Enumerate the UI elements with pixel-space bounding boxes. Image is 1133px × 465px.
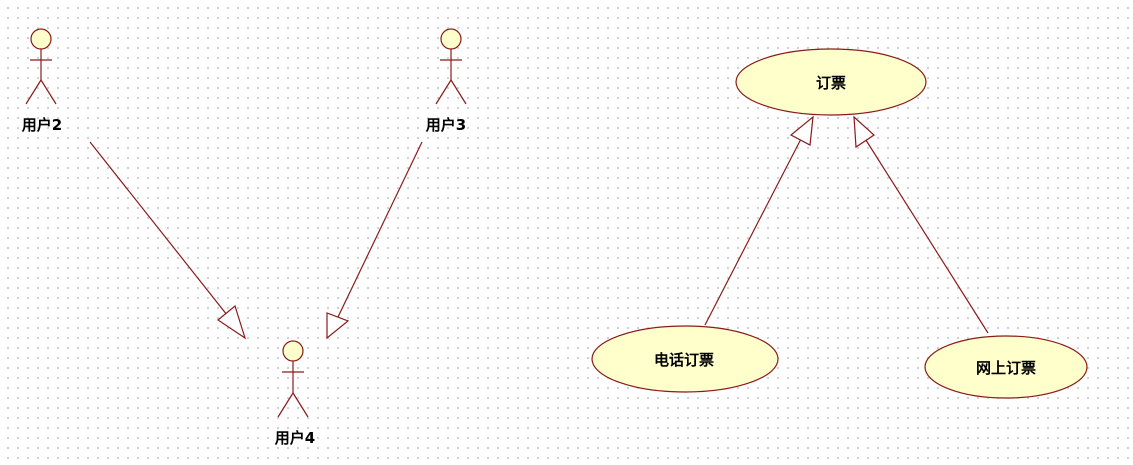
actor-stick-figure-icon (435, 28, 467, 105)
actor-stick-figure-icon (25, 28, 57, 105)
generalization-line (337, 141, 423, 318)
use-case-online-booking[interactable]: 网上订票 (924, 335, 1088, 399)
generalization-line (89, 141, 232, 321)
actor-user2[interactable]: 用户2 (22, 28, 62, 134)
use-case-ellipse (735, 48, 927, 116)
use-case-label: 电话订票 (654, 351, 714, 369)
generalization-arrowhead (326, 312, 350, 340)
use-case-label: 网上订票 (976, 359, 1036, 377)
generalization-phone-to-booking[interactable] (704, 115, 814, 326)
actor-label: 用户3 (426, 116, 466, 134)
generalization-arrowhead (216, 304, 247, 340)
use-case-booking[interactable]: 订票 (735, 48, 927, 116)
actor-user3[interactable]: 用户3 (426, 28, 467, 134)
generalization-arrowhead (789, 115, 814, 146)
actor-label: 用户2 (22, 116, 62, 134)
generalization-user3-to-user4[interactable] (326, 141, 423, 340)
use-case-label: 订票 (816, 74, 846, 92)
actor-label: 用户4 (275, 429, 315, 447)
generalization-line (704, 136, 803, 326)
generalization-user2-to-user4[interactable] (89, 141, 247, 340)
use-case-ellipse (924, 335, 1088, 399)
actor-user4[interactable]: 用户4 (275, 340, 315, 447)
generalization-online-to-booking[interactable] (853, 115, 989, 334)
use-case-ellipse (591, 325, 779, 393)
generalization-line (863, 136, 989, 334)
actor-stick-figure-icon (277, 340, 309, 418)
use-case-phone-booking[interactable]: 电话订票 (591, 325, 779, 393)
generalization-arrowhead (853, 115, 875, 149)
